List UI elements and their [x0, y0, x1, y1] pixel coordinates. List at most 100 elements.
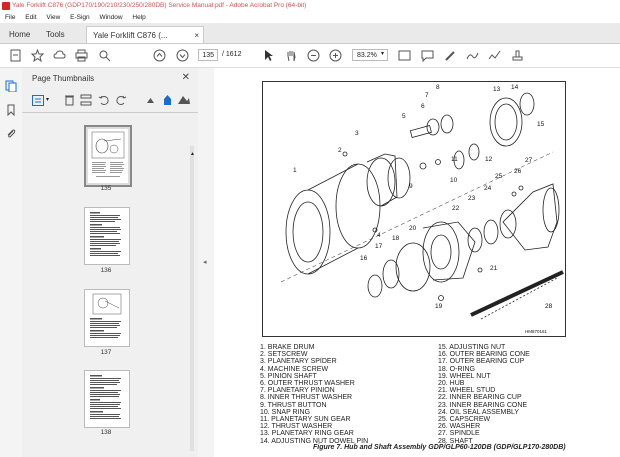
- svg-text:15: 15: [537, 121, 545, 128]
- cloud-upload-icon[interactable]: [53, 49, 66, 62]
- toolbar: 135 / 1612 83.2% ▾: [0, 44, 620, 68]
- bookmark-star-icon[interactable]: [31, 49, 44, 62]
- page-up-icon[interactable]: [153, 49, 166, 62]
- attachments-icon[interactable]: [5, 128, 17, 140]
- page-down-icon[interactable]: [176, 49, 189, 62]
- thumbnail-preview: [90, 375, 121, 419]
- legend-item: 1. BRAKE DRUM: [260, 344, 315, 351]
- tab-close-icon[interactable]: ×: [194, 31, 199, 40]
- search-icon[interactable]: [98, 49, 111, 62]
- fill-sign-icon[interactable]: [488, 49, 501, 62]
- select-cursor-icon[interactable]: [262, 49, 275, 62]
- zoom-out-icon[interactable]: [307, 49, 320, 62]
- page-thumbnails-icon[interactable]: [5, 80, 17, 92]
- thumbnail-preview: [88, 129, 128, 183]
- acrobat-icon: [2, 2, 10, 10]
- thumbnail-page-137[interactable]: [84, 289, 130, 347]
- legend-item: 28. SHAFT: [438, 437, 473, 445]
- legend-item: 24. OIL SEAL ASSEMBLY: [438, 408, 520, 416]
- tab-document[interactable]: Yale Forklift C876 (... ×: [86, 26, 204, 43]
- thumbnail-page-138[interactable]: [84, 370, 130, 428]
- legend-item: 6. OUTER THRUST WASHER: [260, 380, 355, 388]
- thumbnail-preview: [90, 212, 121, 256]
- window-title: Yale Forklift C876 (GDP170/190/210/230/2…: [12, 2, 307, 9]
- highlight-pen-icon[interactable]: [444, 49, 457, 62]
- svg-text:13: 13: [493, 86, 501, 93]
- zoom-chevron-down-icon[interactable]: ▾: [381, 51, 385, 57]
- legend-item: 2. SETSCREW: [260, 351, 308, 359]
- rotate-ccw-icon[interactable]: [98, 94, 110, 106]
- enlarge-thumbnails-icon[interactable]: [178, 94, 190, 104]
- menu-esign[interactable]: E-Sign: [70, 14, 90, 21]
- legend-item: 16. OUTER BEARING CONE: [438, 351, 530, 359]
- svg-text:21: 21: [490, 265, 498, 272]
- legend-right: 15. ADJUSTING NUT 16. OUTER BEARING CONE…: [438, 344, 530, 445]
- thumbnail-page-136[interactable]: [84, 207, 130, 265]
- legend-item: 3. PLANETARY SPIDER: [260, 358, 337, 366]
- collapse-panel-chevron-left-icon[interactable]: ◂: [203, 259, 207, 266]
- legend-item: 22. INNER BEARING CUP: [438, 394, 522, 402]
- svg-text:24: 24: [484, 185, 492, 192]
- thumbnail-label: 137: [100, 349, 112, 356]
- svg-text:28: 28: [545, 303, 553, 310]
- thumbnail-label: 136: [100, 267, 112, 274]
- thumbnail-label: 138: [100, 429, 112, 436]
- tab-document-label: Yale Forklift C876 (...: [93, 31, 168, 40]
- thumbnail-size-slider-icon[interactable]: [163, 95, 172, 105]
- svg-text:4: 4: [377, 232, 381, 239]
- svg-text:23: 23: [468, 195, 476, 202]
- legend-item: 27. SPINDLE: [438, 430, 480, 438]
- legend-item: 5. PINION SHAFT: [260, 372, 317, 380]
- zoom-in-icon[interactable]: [329, 49, 342, 62]
- zoom-level-select[interactable]: 83.2%: [352, 49, 388, 61]
- delete-page-icon[interactable]: [64, 94, 75, 106]
- legend-left: 1. BRAKE DRUM 2. SETSCREW 3. PLANETARY S…: [260, 344, 368, 445]
- svg-text:11: 11: [451, 156, 458, 163]
- menu-view[interactable]: View: [46, 14, 61, 21]
- menu-file[interactable]: File: [5, 14, 16, 21]
- tab-home[interactable]: Home: [9, 30, 31, 39]
- page-number-input[interactable]: 135: [198, 49, 218, 61]
- new-file-icon[interactable]: [9, 49, 22, 62]
- legend-item: 11. PLANETARY SUN GEAR: [260, 416, 351, 424]
- thumbnails-panel: Page Thumbnails ✕ ▾ 135 136: [22, 68, 199, 457]
- fit-page-icon[interactable]: [398, 49, 411, 62]
- svg-text:14: 14: [511, 84, 519, 91]
- panel-splitter[interactable]: ◂: [198, 68, 214, 457]
- panel-title: Page Thumbnails: [32, 74, 95, 83]
- legend-item: 20. HUB: [438, 380, 465, 388]
- svg-text:19: 19: [435, 303, 443, 310]
- thumbnail-page-135[interactable]: [84, 125, 132, 187]
- comment-icon[interactable]: [421, 49, 434, 62]
- svg-text:12: 12: [485, 156, 493, 163]
- thumbnails-scrollbar[interactable]: [190, 146, 194, 451]
- thumbnail-options-icon[interactable]: [32, 95, 44, 106]
- menu-window[interactable]: Window: [99, 14, 123, 21]
- menu-help[interactable]: Help: [132, 14, 146, 21]
- draw-icon[interactable]: [466, 49, 479, 62]
- legend-item: 19. WHEEL NUT: [438, 372, 491, 380]
- bookmarks-icon[interactable]: [5, 104, 17, 116]
- legend-item: 17. OUTER BEARING CUP: [438, 358, 525, 366]
- svg-text:9: 9: [409, 183, 413, 190]
- legend-item: 7. PLANETARY PINION: [260, 387, 335, 395]
- svg-text:27: 27: [525, 157, 533, 164]
- left-rail: [0, 68, 23, 457]
- figure-caption: Figure 7. Hub and Shaft Assembly GDP/GLP…: [313, 444, 566, 451]
- svg-text:2: 2: [338, 147, 342, 154]
- panel-close-icon[interactable]: ✕: [181, 72, 190, 83]
- stamp-icon[interactable]: [511, 49, 524, 62]
- tab-tools[interactable]: Tools: [46, 30, 65, 39]
- scroll-up-icon[interactable]: ▲: [190, 151, 195, 157]
- extract-pages-icon[interactable]: [80, 94, 92, 106]
- shrink-thumbnails-icon[interactable]: [146, 96, 155, 104]
- options-chevron-down-icon[interactable]: ▾: [46, 97, 50, 103]
- hand-tool-icon[interactable]: [285, 49, 298, 62]
- legend-item: 8. INNER THRUST WASHER: [260, 394, 353, 402]
- menu-edit[interactable]: Edit: [25, 14, 37, 21]
- print-icon[interactable]: [75, 49, 88, 62]
- rotate-cw-icon[interactable]: [115, 94, 127, 106]
- page-count: / 1612: [222, 51, 242, 58]
